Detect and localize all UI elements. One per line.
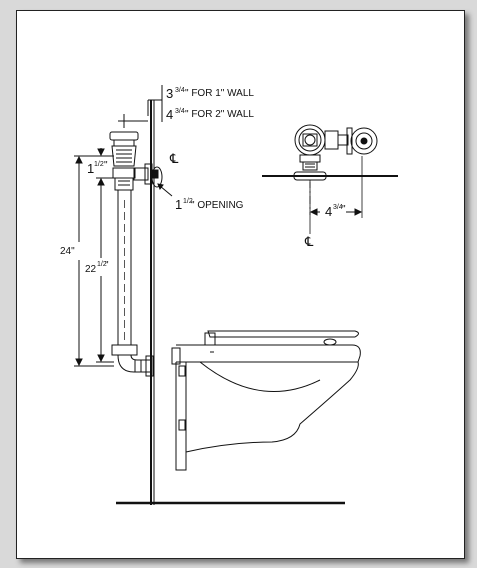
centerline-symbol: ℄ [169, 151, 179, 166]
opening-text: " OPENING [191, 200, 244, 211]
wall-note-1-whole: 3 [166, 86, 173, 101]
wall-note-2-fraction: 3/4 [175, 108, 185, 115]
wall-note-2-whole: 4 [166, 107, 173, 122]
dim-1-5-fraction: 1/2 [94, 161, 104, 168]
dim-24: 24" [60, 246, 75, 257]
flush-pipe-icon [111, 190, 154, 377]
dim-4-75-whole: 4 [325, 204, 332, 219]
dim-22-5-fraction: 1/2 [97, 261, 107, 268]
dim-22-5-unit: " [105, 260, 109, 271]
wall-note-2-text: " FOR 2" WALL [185, 109, 254, 120]
top-view-centerline-symbol: ℄ [304, 234, 314, 249]
dim-4-75-fraction: 3/4 [333, 204, 343, 211]
top-view-valve-icon [293, 124, 378, 181]
opening-whole: 1 [175, 197, 182, 212]
dim-1-5-unit: " [104, 160, 108, 171]
opening-fraction: 1/2 [183, 198, 193, 205]
flush-valve-icon [109, 131, 163, 191]
wall-note-1-text: " FOR 1" WALL [185, 88, 254, 99]
dim-4-75-unit: " [342, 204, 346, 215]
drawing-sheet [16, 10, 465, 559]
dim-1-5-whole: 1 [87, 161, 94, 176]
wall-note-1-fraction: 3/4 [175, 87, 185, 94]
wall-hung-toilet-icon [171, 330, 361, 471]
dim-22-5-whole: 22 [85, 264, 97, 275]
